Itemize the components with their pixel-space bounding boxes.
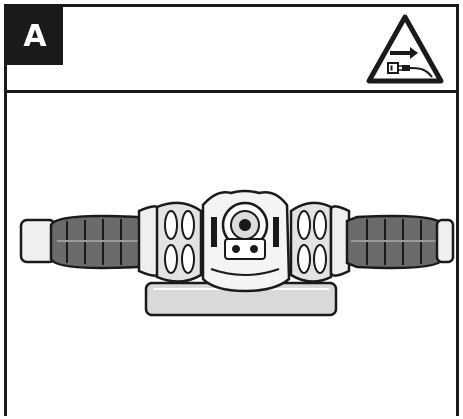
instruction-panel: A: [4, 4, 459, 416]
mixer-dual-handle-illustration: [19, 189, 455, 317]
step-badge: A: [7, 7, 63, 65]
panel-header: A: [7, 7, 456, 93]
central-gearbox: [201, 189, 291, 293]
left-collar: [155, 201, 203, 283]
unplug-power-warning-icon: [366, 14, 444, 84]
left-handle-grip: [19, 205, 161, 277]
right-collar: [289, 201, 333, 283]
right-handle-grip: [329, 205, 455, 277]
